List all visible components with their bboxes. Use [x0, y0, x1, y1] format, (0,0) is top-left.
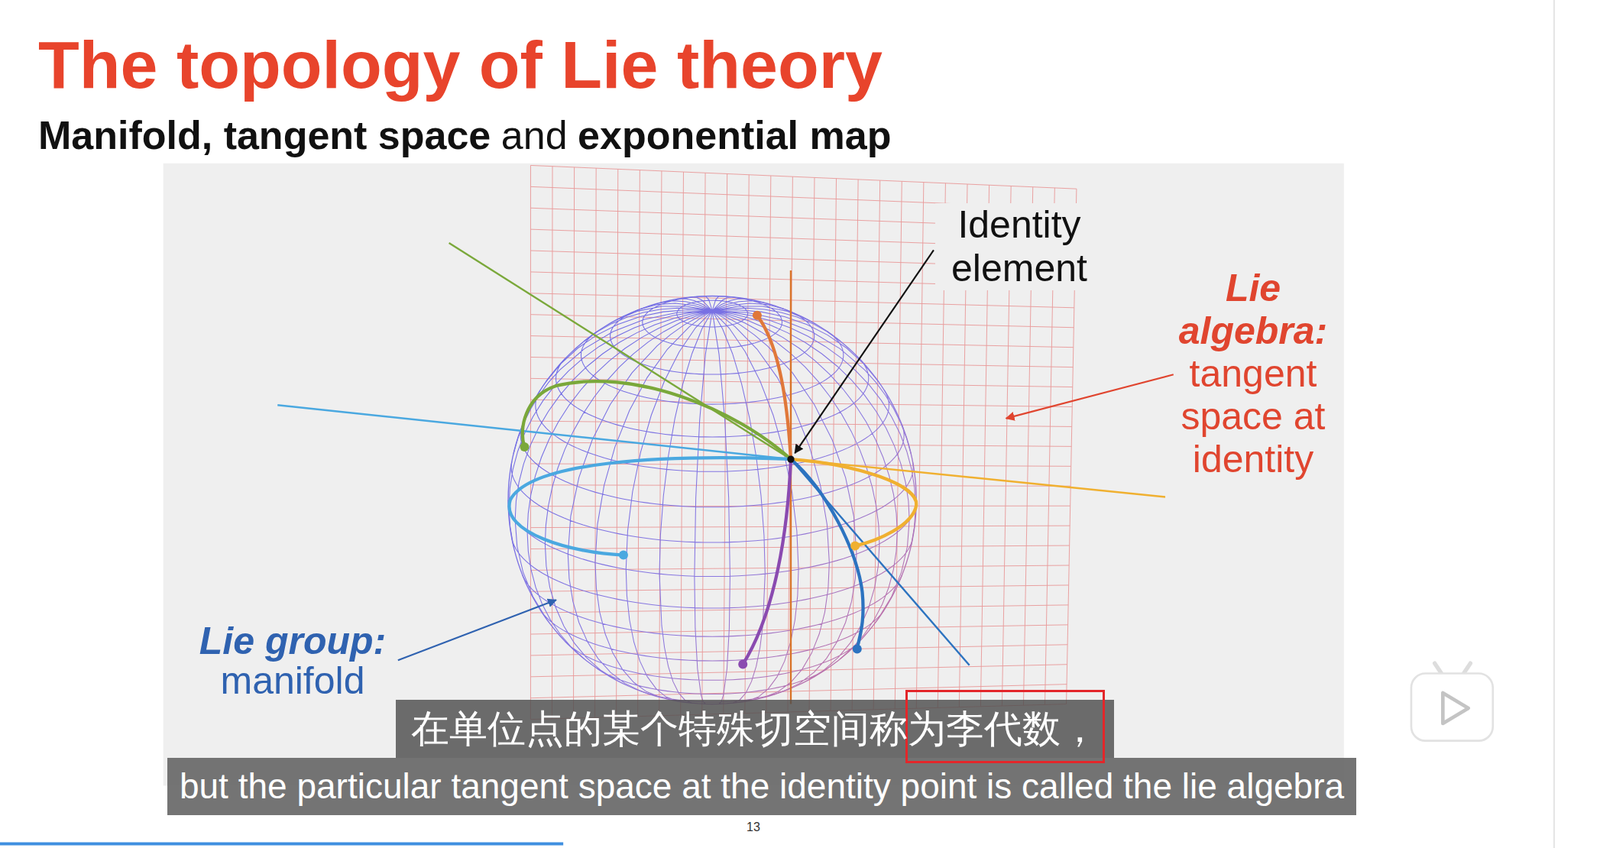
geodesic-curve	[790, 459, 864, 649]
callout-group: Lie group:manifold	[185, 621, 400, 701]
grid-line	[530, 525, 1070, 528]
grid-line	[530, 399, 1073, 407]
page-number: 13	[741, 820, 765, 835]
callout-label: manifold	[185, 660, 400, 701]
sphere-wireframe	[508, 295, 917, 704]
grid-line	[530, 165, 1076, 189]
leader-lines	[398, 249, 1174, 661]
geodesic-curves	[508, 315, 917, 665]
subtitle-text: Manifold, tangent space	[38, 113, 491, 158]
leader-line	[398, 599, 557, 661]
curve-endpoints	[519, 310, 862, 670]
endpoint-dot	[852, 644, 862, 654]
leader-line	[794, 249, 934, 454]
subtitle-text: but the particular tangent space at the …	[179, 766, 1345, 807]
page-border	[1553, 0, 1555, 848]
title-block: The topology of Lie theory	[38, 31, 883, 99]
grid-line	[530, 625, 1068, 635]
leader-line	[1006, 374, 1174, 418]
tangent-line	[790, 459, 1166, 497]
tangent-line	[277, 404, 791, 460]
grid-line	[530, 485, 1071, 486]
geodesic-curve	[522, 381, 791, 460]
grid-line	[530, 293, 1074, 308]
subtitle-box: but the particular tangent space at the …	[167, 757, 1357, 816]
callout-group: Identity element	[935, 203, 1104, 291]
tangent-line	[790, 459, 970, 666]
figure-panel	[163, 163, 1345, 787]
endpoint-dot	[738, 659, 748, 669]
geodesic-curve	[790, 459, 917, 547]
icon-body	[1411, 673, 1494, 742]
grid-line	[530, 545, 1069, 549]
endpoint-dot	[618, 550, 629, 561]
subtitle-box: 在单位点的某个特殊切空间称为李代数，	[395, 699, 1115, 758]
callout-group: Lie algebra:tangent space at identity	[1169, 266, 1338, 481]
subtitle-text: 在单位点的某个特殊切空间称为李代数，	[411, 706, 1099, 752]
grid-line	[530, 585, 1069, 592]
grid-line	[530, 644, 1068, 656]
identity-dot	[787, 455, 794, 463]
tangent-line	[449, 242, 791, 460]
subtitle-text: exponential map	[577, 113, 891, 158]
icon-triangle	[1442, 693, 1468, 724]
grid-line	[530, 505, 1070, 508]
subtitle-line: Manifold, tangent spaceandexponential ma…	[38, 115, 891, 156]
endpoint-dot	[519, 442, 529, 452]
geodesic-curve	[742, 459, 791, 664]
sphere-outline	[508, 295, 917, 704]
page-number-group: 13	[741, 820, 765, 835]
callout-label: Identity element	[935, 203, 1104, 291]
callout-heading: Lie group:	[185, 621, 400, 661]
grid-line	[530, 605, 1069, 613]
callout-label: tangent space at identity	[1169, 352, 1338, 481]
endpoint-dot	[850, 541, 860, 551]
subtitle-text: and	[501, 113, 568, 158]
progress-bar	[0, 842, 564, 846]
geodesic-curve	[508, 457, 791, 555]
tangent-lines	[277, 242, 1166, 705]
callout-heading: Lie algebra:	[1169, 266, 1338, 353]
slide-title: The topology of Lie theory	[38, 31, 883, 99]
sphere-graticule	[508, 296, 917, 705]
endpoint-dot	[752, 310, 762, 321]
play-icon	[1411, 663, 1494, 741]
